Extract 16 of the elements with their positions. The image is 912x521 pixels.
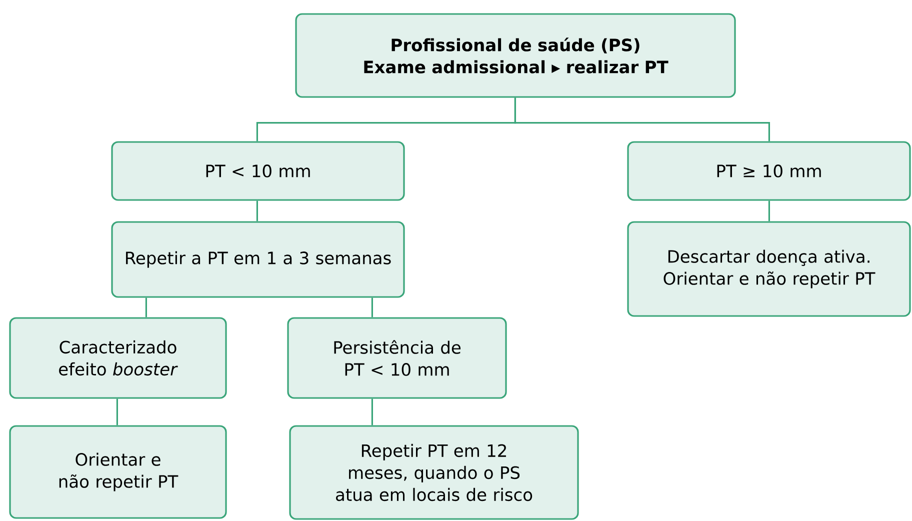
- heading-box: Profissional de saúde (PS) Exame admissional ▸ realizar PT: [295, 13, 736, 98]
- process-box: Repetir a PT em 1 a 3 semanas: [111, 221, 405, 298]
- connector-line: [256, 200, 258, 222]
- connector-line: [514, 98, 770, 142]
- process-box: PT ≥ 10 mm: [627, 141, 911, 201]
- process-box: Caracterizado efeito booster: [9, 317, 227, 399]
- process-box: Persistência de PT < 10 mm: [287, 317, 507, 399]
- connector-line: [145, 298, 148, 318]
- connector-line: [116, 398, 118, 426]
- process-box: Descartar doença ativa. Orientar e não repetir PT: [627, 221, 911, 317]
- process-box: Orientar e não repetir PT: [9, 425, 227, 519]
- process-box: Repetir PT em 12 meses, quando o PS atua em locais de risco: [289, 425, 579, 520]
- connector-line: [371, 298, 373, 318]
- connector-line: [371, 398, 373, 426]
- process-box: PT < 10 mm: [111, 141, 405, 201]
- connector-line: [768, 200, 770, 222]
